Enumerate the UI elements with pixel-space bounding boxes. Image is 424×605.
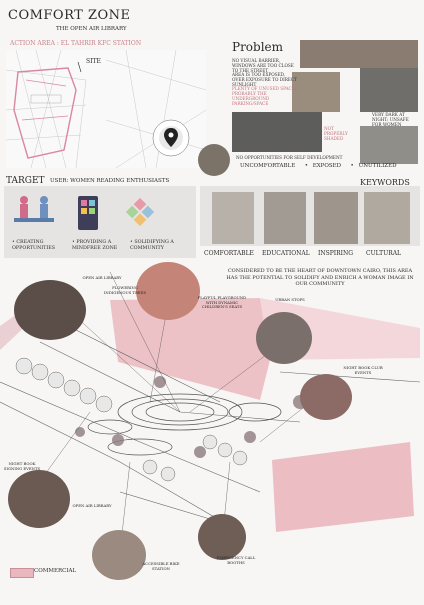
poster-subtitle: THE OPEN AIR LIBRARY [56,26,127,32]
problem-note-6: NO OPPORTUNITIES FOR SELF DEVELOPMENT [236,155,343,160]
problem-note-3: PLENTY OF UNUSED SPACE: PROBABLY THE UND… [232,86,297,106]
callout-urban-stops: URBAN STOPS [275,297,305,302]
callout-playful: PLAYFUL PLAYGROUND WITH DYNAMIC CHILDREN… [197,295,247,309]
action-area-label: ACTION AREA : EL TAHRIR KFC STATION [10,40,142,47]
keyword-sketch-2 [264,192,306,244]
problem-note-4: VERY DARK AT NIGHT: UNSAFE FOR WOMEN [372,112,409,127]
keyword-educational: EDUCATIONAL [262,250,310,257]
keyword-inspiring: INSPIRING [318,250,354,257]
photo-flowering-trees [136,262,200,320]
tag-exposed: EXPOSED [312,163,342,169]
keyword-sketch-3 [314,192,358,244]
problem-photo-1 [300,40,418,68]
photo-emergency-booths [198,514,246,560]
problem-tags: UNCOMFORTABLE • EXPOSED • UNUTILIZED [240,163,397,169]
keyword-sketch-1 [212,192,254,244]
problem-note-2: AREA IS TOO EXPOSED, OVER EXPOSURE TO DI… [232,72,297,87]
keyword-cultural: CULTURAL [366,250,402,257]
target-item-2: • PROVIDING A MINDFREE ZONE [72,240,118,251]
legend-commercial-swatch [10,568,34,578]
callout-emergency: EMERGENCY CALL BOOTHS [216,555,256,565]
problem-photo-3 [292,72,340,112]
masterplan-illustration [0,271,421,553]
callout-open-air-library: OPEN AIR LIBRARY [82,275,122,280]
tag-uncomfortable: UNCOMFORTABLE [240,163,296,169]
target-item-3: • SOLIDIFYING A COMMUNITY [130,240,174,251]
target-user: USER: WOMEN READING ENTHUSIASTS [50,178,170,184]
site-label: SITE [86,58,101,65]
photo-open-air-library [14,280,86,340]
photo-night-book-club [300,374,352,420]
site-map [6,50,206,168]
problem-title: Problem [232,40,284,54]
legend-commercial-label: COMMERCIAL [34,568,77,574]
poster-title: COMFORT ZONE [8,8,131,23]
callout-night-book-club: NIGHT BOOK CLUB EVENTS [343,365,383,375]
callout-flowering-trees: FLOWERING INDIGENOUS TREES [103,285,147,295]
photo-playground [256,312,312,364]
callout-open-air-library-2: OPEN AIR LIBRARY [72,503,112,508]
callout-bike-station: ACCESSIBLE BIKE STATION [142,561,180,571]
keyword-sketch-4 [364,192,410,244]
problem-note-5: NOT PROPERLY SHADED [324,126,348,141]
target-illustrations [14,196,155,230]
photo-book-signing [8,470,70,528]
target-title: TARGET [6,176,45,186]
keyword-comfortable: COMFORTABLE [204,250,254,257]
problem-photo-2 [360,68,418,112]
problem-photo-4 [232,112,322,152]
tag-unutilized: UNUTILIZED [358,163,397,169]
statement-text: CONSIDERED TO BE THE HEART OF DOWNTOWN C… [226,268,414,287]
problem-photo-5 [360,126,418,164]
photo-bike-station [92,530,146,580]
keywords-title: KEYWORDS [360,178,410,187]
problem-note-1: NO VISUAL BARRIER, WINDOWS ARE TOO CLOSE… [232,58,294,73]
problem-photo-6 [198,144,230,176]
target-item-1: • CREATING OPPORTUNITIES [12,240,56,251]
callout-night-book-signing: NIGHT BOOK SIGNING EVENTS [3,461,41,471]
